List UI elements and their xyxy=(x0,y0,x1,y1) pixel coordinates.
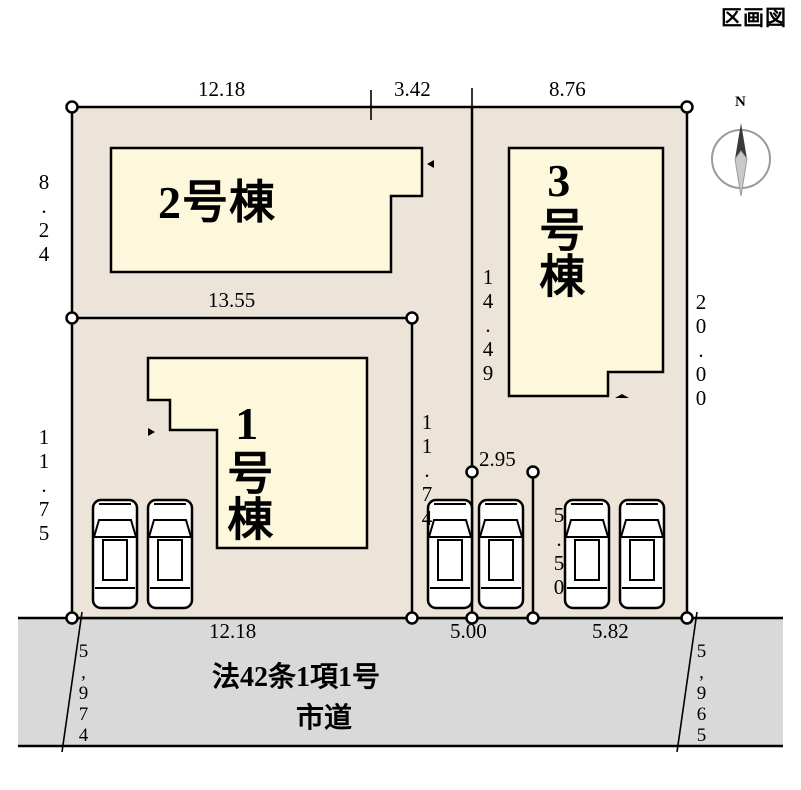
dim-inner-2-95: 2.95 xyxy=(479,447,516,471)
boundary-node-markers xyxy=(65,100,694,625)
car-5 xyxy=(563,498,611,610)
dim-inner-14-49: 14.49 xyxy=(476,265,500,385)
dim-right-20-00: 20.00 xyxy=(689,290,713,410)
dim-bottom-5-82: 5.82 xyxy=(592,619,629,643)
dim-top-8-76: 8.76 xyxy=(549,77,586,101)
building-1-label: 1号棟 xyxy=(221,398,273,541)
building-2-label: 2号棟 xyxy=(158,177,276,228)
building-2-entrance-marker xyxy=(427,160,434,168)
building-1-footprint xyxy=(146,356,369,550)
car-2 xyxy=(146,498,194,610)
compass-north-label: N xyxy=(735,94,746,110)
dim-top-12-18: 12.18 xyxy=(198,77,246,101)
dim-bottom-12-18: 12.18 xyxy=(209,619,257,643)
building-3-label: 3号棟 xyxy=(533,155,585,298)
dim-top-3-42: 3.42 xyxy=(394,77,431,101)
dim-setback-right: 5,965 xyxy=(691,641,712,746)
car-4 xyxy=(477,498,525,610)
road-label-line1: 法42条1項1号 xyxy=(212,662,381,693)
building-3-entrance-marker xyxy=(615,394,629,398)
road-label-line2: 市道 xyxy=(296,703,353,734)
road-strip xyxy=(18,618,783,746)
dim-left-11-75: 11.75 xyxy=(32,425,56,545)
car-3 xyxy=(426,498,474,610)
compass-rose xyxy=(711,123,771,197)
dim-left-8-24: 8.24 xyxy=(32,170,56,266)
building-3-footprint xyxy=(507,146,665,398)
building-2-footprint xyxy=(109,146,424,274)
dim-inner-5-50: 5.50 xyxy=(547,503,571,599)
building-1-entrance-marker xyxy=(148,428,155,436)
page-title: 区画図 xyxy=(721,6,787,30)
car-1 xyxy=(91,498,139,610)
dim-bottom-5-00: 5.00 xyxy=(450,619,487,643)
car-6 xyxy=(618,498,666,610)
dimension-ticks xyxy=(61,88,698,753)
dim-setback-left: 5,974 xyxy=(73,641,94,746)
dim-inner-13-55: 13.55 xyxy=(208,288,256,312)
dim-inner-11-74: 11.74 xyxy=(415,410,439,530)
